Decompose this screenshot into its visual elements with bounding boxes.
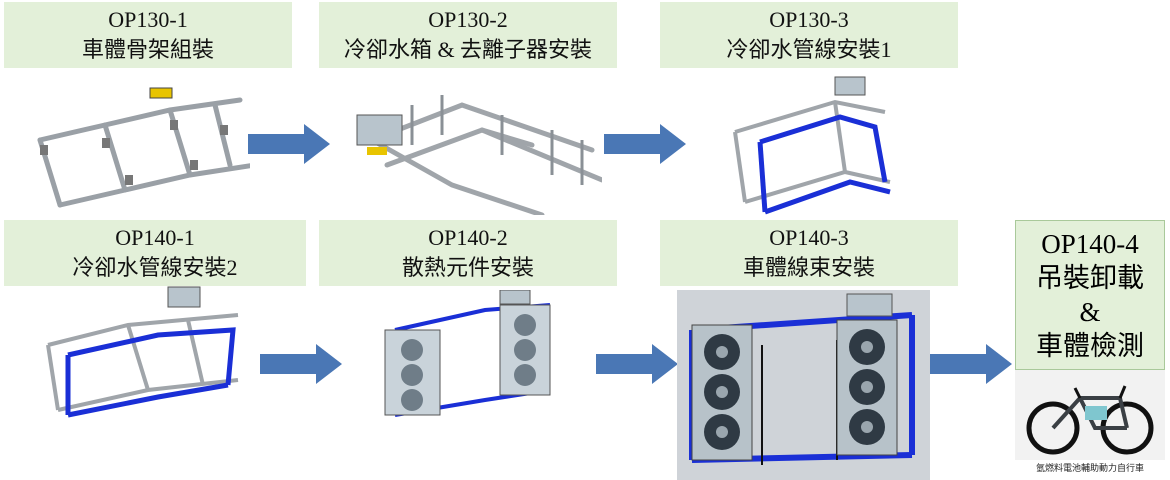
station-op130-3-label: OP130-3 冷卻水管線安裝1 <box>660 2 958 68</box>
wiring-harness-illustration <box>689 293 915 465</box>
station-name: 冷卻水箱 & 去離子器安裝 <box>343 37 593 62</box>
cooling-pipe-illustration-1 <box>733 76 891 215</box>
station-op140-2-label: OP140-2 散熱元件安裝 <box>319 220 617 286</box>
station-code: OP140-2 <box>428 225 508 250</box>
flow-arrow-icon <box>248 124 330 164</box>
station-name: 車體線束安裝 <box>742 255 875 280</box>
station-name: 冷卻水管線安裝2 <box>72 255 238 280</box>
station-op130-2-label: OP130-2 冷卻水箱 & 去離子器安裝 <box>319 2 617 68</box>
station-code: OP130-3 <box>769 7 849 32</box>
station-name: 冷卻水管線安裝1 <box>726 37 892 62</box>
station-code: OP140-3 <box>769 225 849 250</box>
final-station-line2: & <box>1079 297 1101 327</box>
station-code: OP140-1 <box>115 225 195 250</box>
flow-arrow-icon <box>596 344 678 384</box>
station-op140-1-label: OP140-1 冷卻水管線安裝2 <box>4 220 306 286</box>
final-station-line3: 車體檢測 <box>1036 331 1144 361</box>
cooling-pipe-illustration-2 <box>46 286 239 418</box>
bicycle-caption: 氫燃料電池輔助動力自行車 <box>1035 464 1144 474</box>
final-station-code: OP140-4 <box>1041 229 1139 259</box>
final-station-label: OP140-4 吊裝卸載 & 車體檢測 <box>1015 220 1165 370</box>
bicycle-icon <box>1026 385 1154 455</box>
flow-arrow-icon <box>260 344 342 384</box>
final-station-line1: 吊裝卸載 <box>1036 263 1144 293</box>
station-code: OP130-1 <box>108 7 188 32</box>
heat-dissipation-illustration <box>384 290 551 417</box>
station-op140-3-label: OP140-3 車體線束安裝 <box>660 220 958 286</box>
station-op130-1-label: OP130-1 車體骨架組裝 <box>4 2 292 68</box>
station-name: 散熱元件安裝 <box>401 255 534 280</box>
radiator-tank-illustration <box>356 95 602 215</box>
frame-assembly-illustration <box>37 87 250 208</box>
station-name: 車體骨架組裝 <box>81 37 214 62</box>
flow-arrow-icon <box>930 344 1012 384</box>
flow-arrow-icon <box>604 124 686 164</box>
station-code: OP130-2 <box>428 7 508 32</box>
